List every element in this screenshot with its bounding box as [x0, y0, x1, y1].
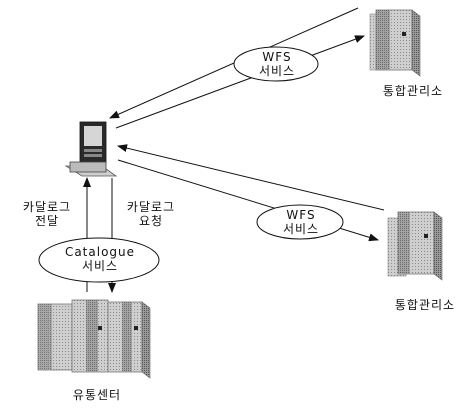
- wfs-right-oval: [256, 204, 344, 240]
- flow-deliver-line1: 카달로그: [22, 200, 72, 214]
- flow-request-line1: 카달로그: [126, 200, 176, 214]
- wfs-right-line1: WFS: [286, 208, 316, 222]
- catalogue-oval: [38, 237, 160, 283]
- server-top-icon: [369, 9, 421, 77]
- center-label: 유통센터: [72, 388, 122, 402]
- server-right-icon: [387, 211, 443, 281]
- catalogue-service-label: Catalogue 서비스: [52, 245, 148, 273]
- wfs-top-oval: [233, 46, 319, 82]
- server-center-icon: [37, 299, 151, 379]
- flow-request-label: 카달로그 요청: [116, 200, 186, 228]
- wfs-top-line2: 서비스: [258, 64, 296, 78]
- server-right-label: 통합관리소: [394, 298, 456, 312]
- flow-request-line2: 요청: [138, 214, 164, 228]
- wfs-right-service-label: WFS 서비스: [266, 208, 336, 236]
- flow-deliver-label: 카달로그 전달: [12, 200, 82, 228]
- flow-deliver-line2: 전달: [34, 214, 60, 228]
- catalogue-line2: 서비스: [81, 259, 119, 273]
- desktop-computer-icon: [64, 121, 118, 177]
- server-top-label: 통합관리소: [382, 84, 444, 98]
- catalogue-line1: Catalogue: [64, 245, 136, 259]
- wfs-top-line1: WFS: [262, 50, 292, 64]
- wfs-top-service-label: WFS 서비스: [242, 50, 312, 78]
- wfs-right-line2: 서비스: [282, 222, 320, 236]
- arrow-from-right-server: [117, 144, 385, 211]
- arrow-to-top-server: [115, 35, 365, 129]
